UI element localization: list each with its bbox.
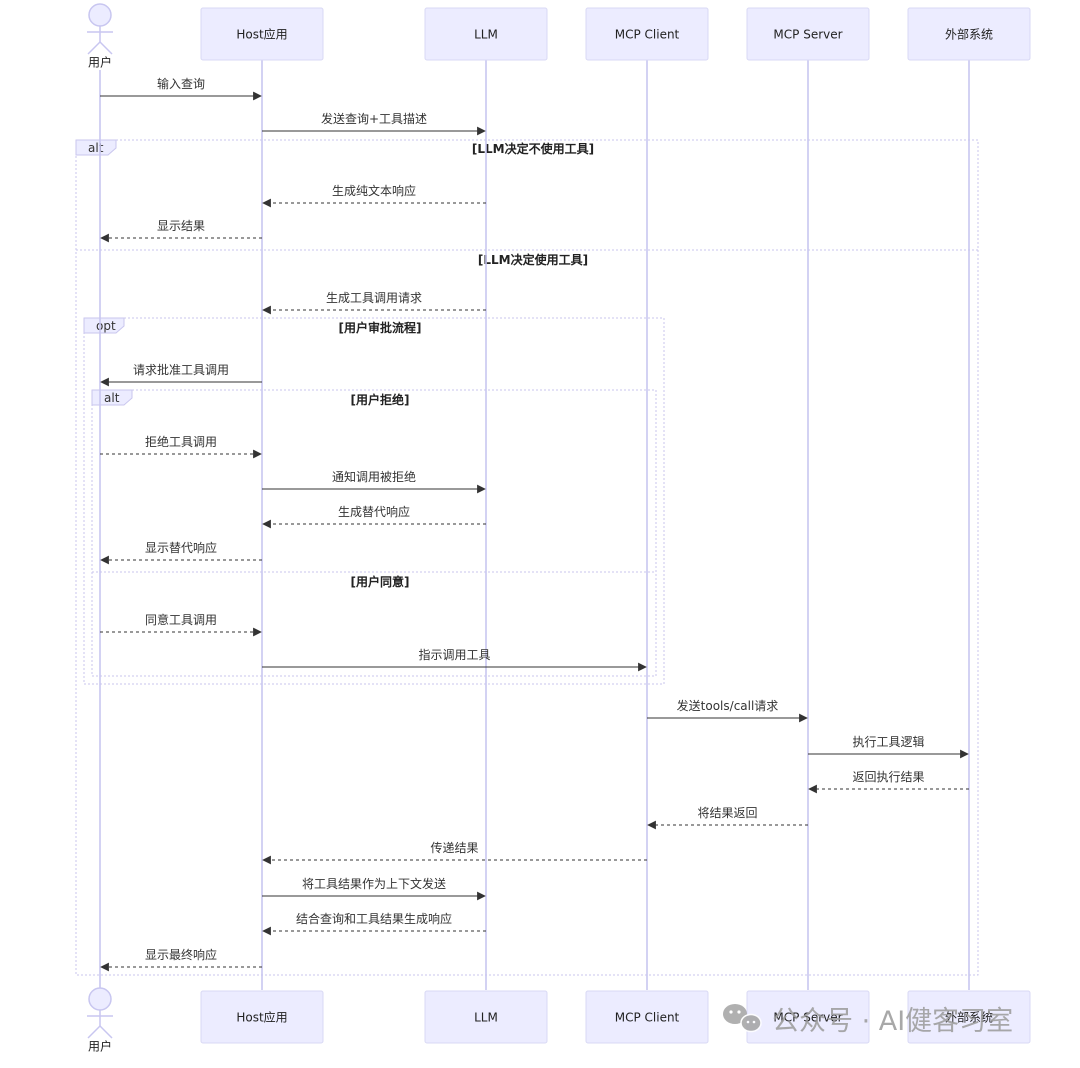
participant-client-bottom: MCP Client [585,990,709,1044]
message-5: 生成工具调用请求 [262,291,486,315]
message-19: 结合查询和工具结果生成响应 [262,911,486,936]
participant-label-ext: 外部系统 [945,27,993,42]
user-actor-icon [87,3,113,55]
participant-box [907,7,1031,61]
message-11: 同意工具调用 [100,612,262,637]
message-10: 显示替代响应 [100,540,262,565]
watermark: 公众号 · AI健客习室 [723,1004,1013,1037]
message-label: 发送tools/call请求 [677,698,779,713]
message-label: 生成替代响应 [338,504,410,519]
message-label: 请求批准工具调用 [133,362,229,377]
message-label: 指示调用工具 [418,647,490,662]
participant-label-llm: LLM [474,28,498,42]
fragment-tab [75,139,117,156]
fragment-condition: [用户同意] [351,574,410,589]
messages: 输入查询发送查询+工具描述生成纯文本响应显示结果生成工具调用请求请求批准工具调用… [100,76,969,972]
participant-server-top: MCP Server [746,7,870,61]
message-label: 将工具结果作为上下文发送 [302,876,446,891]
fragment-opt-2: opt [用户审批流程] [83,317,665,685]
message-label: 生成纯文本响应 [332,183,416,198]
fragment-border [91,389,657,677]
fragment-alt-1: alt [LLM决定不使用工具] [LLM决定使用工具] [75,139,979,976]
participant-label-client: MCP Client [615,1011,680,1025]
message-15: 返回执行结果 [808,770,969,794]
message-label: 显示结果 [157,219,205,233]
participant-llm-bottom: LLM [424,990,548,1044]
participant-box [424,7,548,61]
message-label: 将结果返回 [697,806,757,820]
participant-box [200,7,324,61]
participant-box [585,7,709,61]
participant-box [424,990,548,1044]
fragment-keyword: opt [96,319,116,333]
participant-client-top: MCP Client [585,7,709,61]
participant-box [585,990,709,1044]
participant-label-llm: LLM [474,1011,498,1025]
participant-box [907,990,1031,1044]
participant-label-server: MCP Server [773,28,842,42]
message-12: 指示调用工具 [262,647,647,672]
message-label: 结合查询和工具结果生成响应 [296,911,452,926]
message-label: 输入查询 [157,76,205,91]
participant-label-host: Host应用 [236,27,287,42]
message-20: 显示最终响应 [100,947,262,972]
message-7: 拒绝工具调用 [100,434,262,459]
message-1: 输入查询 [100,76,262,101]
message-label: 通知调用被拒绝 [332,469,416,484]
message-label: 传递结果 [430,840,478,855]
participant-llm-top: LLM [424,7,548,61]
participant-ext-bottom: 外部系统 [907,990,1031,1044]
fragment-keyword: alt [88,141,104,155]
actor-label-user: 用户 [88,55,112,70]
actor-label-user: 用户 [88,1039,112,1054]
message-label: 执行工具逻辑 [852,735,924,749]
message-label: 显示最终响应 [145,947,217,962]
fragment-tab [91,389,133,406]
message-4: 显示结果 [100,219,262,243]
participant-label-client: MCP Client [615,28,680,42]
participant-label-server: MCP Server [773,1011,842,1025]
message-label: 发送查询+工具描述 [321,111,427,126]
message-8: 通知调用被拒绝 [262,469,486,494]
message-17: 传递结果 [262,840,647,865]
fragment-border [75,139,979,976]
message-2: 发送查询+工具描述 [262,111,486,136]
message-9: 生成替代响应 [262,504,486,529]
fragment-tab [83,317,125,334]
participant-label-ext: 外部系统 [945,1010,993,1025]
message-label: 同意工具调用 [145,612,217,627]
fragment-condition: [用户拒绝] [351,392,410,407]
fragment-alt-3: alt [用户拒绝] [用户同意] [91,389,657,677]
message-14: 执行工具逻辑 [808,735,969,759]
message-label: 拒绝工具调用 [145,434,217,449]
participant-box [746,7,870,61]
message-6: 请求批准工具调用 [100,362,262,387]
participant-host-bottom: Host应用 [200,990,324,1044]
user-actor-icon [87,987,113,1039]
message-label: 返回执行结果 [852,770,924,784]
fragment-condition: [LLM决定使用工具] [478,252,588,267]
actor-user-top: 用户 [87,3,113,70]
participant-label-host: Host应用 [236,1010,287,1025]
message-16: 将结果返回 [647,806,808,830]
message-label: 生成工具调用请求 [326,291,422,305]
lifelines [99,60,970,990]
watermark-text: 公众号 · AI健客习室 [772,1006,1013,1037]
message-3: 生成纯文本响应 [262,183,486,208]
wechat-icon [723,1004,762,1033]
message-label: 显示替代响应 [145,540,217,555]
fragment-keyword: alt [104,391,120,405]
fragment-frames: alt[LLM决定不使用工具][LLM决定使用工具]opt[用户审批流程]alt… [75,139,979,976]
actor-user-bottom: 用户 [87,987,113,1054]
participant-ext-top: 外部系统 [907,7,1031,61]
fragment-border [83,317,665,685]
fragment-condition: [LLM决定不使用工具] [472,141,594,156]
participant-box [200,990,324,1044]
fragment-condition: [用户审批流程] [339,320,422,335]
message-13: 发送tools/call请求 [647,698,808,723]
message-18: 将工具结果作为上下文发送 [262,876,486,901]
participant-host-top: Host应用 [200,7,324,61]
